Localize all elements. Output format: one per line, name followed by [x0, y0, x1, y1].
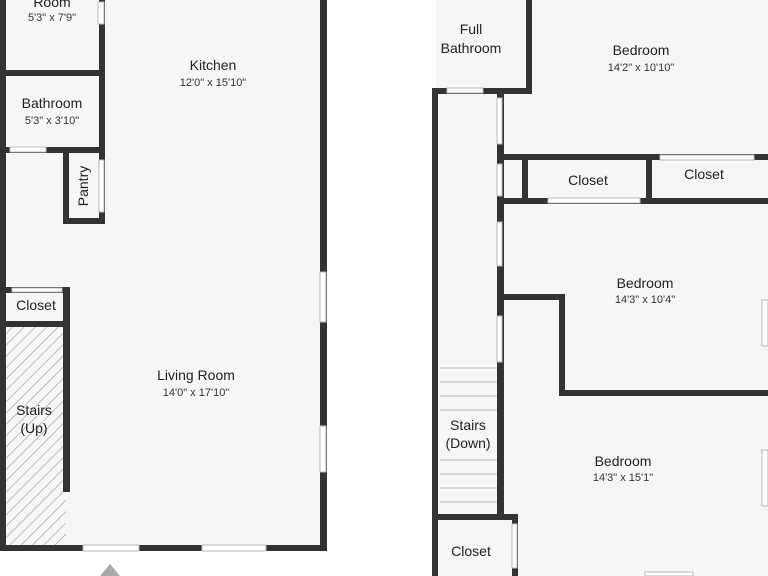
bathroom-dims: 5'3" x 3'10" — [25, 115, 79, 127]
window-full-bath — [446, 87, 484, 94]
left-outer-wall-left — [0, 0, 6, 551]
left-floor: Room 5'3" x 7'9" Kitchen 12'0" x 15'10" … — [0, 0, 327, 576]
wall-bath-right — [99, 76, 105, 156]
window-closet-1 — [547, 197, 641, 204]
bedroom-mid-step-vertical — [559, 294, 565, 396]
top-room-name: Room — [33, 0, 70, 10]
window-bedroom-bottom — [761, 449, 768, 507]
bedroom-top-area — [527, 0, 768, 96]
window-top-room — [97, 1, 105, 25]
wall-room-bottom — [0, 70, 105, 76]
pantry-name: Pantry — [75, 166, 91, 206]
wall-stairs-right — [63, 287, 70, 492]
stairs-down-line1: Stairs — [450, 417, 486, 433]
window-hall-1 — [496, 97, 503, 145]
wall-bath-bottom — [0, 147, 105, 153]
living-room-dims: 14'0" x 17'10" — [163, 387, 230, 399]
stairs-down-treads — [440, 367, 497, 503]
full-bath-area — [436, 0, 526, 90]
window-bottom-1 — [82, 544, 140, 552]
right-floor: Full Bathroom Bedroom 14'2" x 10'10" Clo… — [432, 0, 768, 576]
hall-right-wall — [497, 88, 504, 518]
wall-closet-bottom — [0, 321, 70, 327]
wall-room-right — [99, 0, 105, 76]
bedroom-mid-bottom-wall — [559, 390, 768, 396]
window-closet — [11, 287, 63, 293]
window-right-1 — [319, 271, 327, 323]
bedroom-mid-name: Bedroom — [617, 275, 674, 291]
closet-left-name: Closet — [16, 297, 56, 313]
left-outer-wall-bottom — [0, 545, 327, 551]
window-hall-3 — [496, 221, 503, 267]
full-bath-line1: Full — [460, 21, 483, 37]
bedroom-mid-step-top — [497, 294, 565, 300]
closet-mid1-name: Closet — [568, 172, 608, 188]
living-room-name: Living Room — [157, 367, 235, 383]
wall-pantry-bottom — [63, 218, 105, 224]
closet-mid2-name: Closet — [684, 166, 724, 182]
closet-divider-wall — [646, 154, 652, 204]
window-closet-2 — [659, 154, 755, 161]
stairs-up-line2: (Up) — [20, 420, 47, 436]
window-bedroom-mid — [761, 299, 768, 347]
window-closet-bottom — [511, 523, 518, 569]
closet-bottom-name: Closet — [451, 543, 491, 559]
bedroom-bottom-name: Bedroom — [595, 453, 652, 469]
bedroom-bottom-dims: 14'3" x 15'1" — [593, 472, 653, 484]
window-right-2 — [319, 425, 327, 473]
bathroom-name: Bathroom — [22, 95, 83, 111]
closet-row-top-wall — [497, 154, 768, 160]
full-bath-line2: Bathroom — [441, 40, 502, 56]
right-floor-area — [437, 90, 768, 576]
wall-pantry-left — [63, 150, 69, 223]
stairs-up-hatch — [6, 327, 66, 547]
entry-arrow-icon — [100, 564, 120, 576]
bedroom-top-dims: 14'2" x 10'10" — [608, 62, 675, 74]
bedroom-top-name: Bedroom — [613, 42, 670, 58]
window-bottom-2 — [201, 544, 267, 552]
window-bath-door — [9, 146, 47, 153]
stair-bottom-wall — [438, 514, 518, 520]
top-room-dims: 5'3" x 7'9" — [28, 12, 76, 24]
window-pantry — [98, 159, 105, 213]
kitchen-name: Kitchen — [190, 57, 237, 73]
bedroom-mid-dims: 14'3" x 10'4" — [615, 294, 675, 306]
right-wall-left — [432, 88, 438, 576]
closet-1-left-wall — [522, 154, 528, 204]
full-bath-right-wall — [526, 0, 532, 94]
stairs-down-line2: (Down) — [445, 435, 490, 451]
window-hall-4 — [496, 315, 503, 363]
kitchen-dims: 12'0" x 15'10" — [180, 77, 247, 89]
stairs-up-line1: Stairs — [16, 402, 52, 418]
window-hall-2 — [496, 163, 503, 197]
window-bottom-right — [644, 571, 694, 576]
